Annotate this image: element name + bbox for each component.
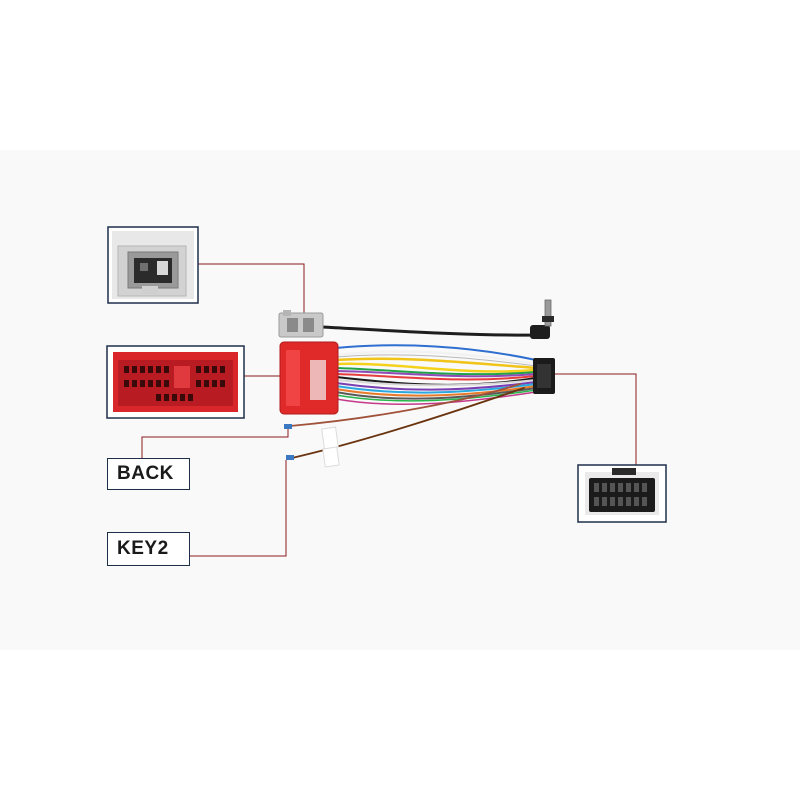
leader-line-black-connector [548,373,637,465]
wire-bundle [289,325,542,459]
wire-tags [284,424,340,468]
back-label-text: BACK [117,463,174,484]
leader-line-grey-connector [198,263,305,316]
key2-label: KEY2 [107,532,190,566]
leader-lines [141,263,637,557]
leader-line-back [141,427,289,458]
red-decoder-module [279,341,339,415]
wire-antenna [320,325,542,337]
wire-key2 [291,387,525,459]
wire-back [289,383,521,427]
red-connector-inset [106,345,245,419]
antenna-plug [530,299,554,339]
black-iso-connector [533,358,555,394]
back-label: BACK [107,458,190,490]
key2-label-text: KEY2 [117,538,169,559]
black-connector-inset [577,464,667,523]
grey-plug [278,310,324,338]
grey-connector-inset [107,226,199,304]
leader-line-key2 [190,460,287,557]
